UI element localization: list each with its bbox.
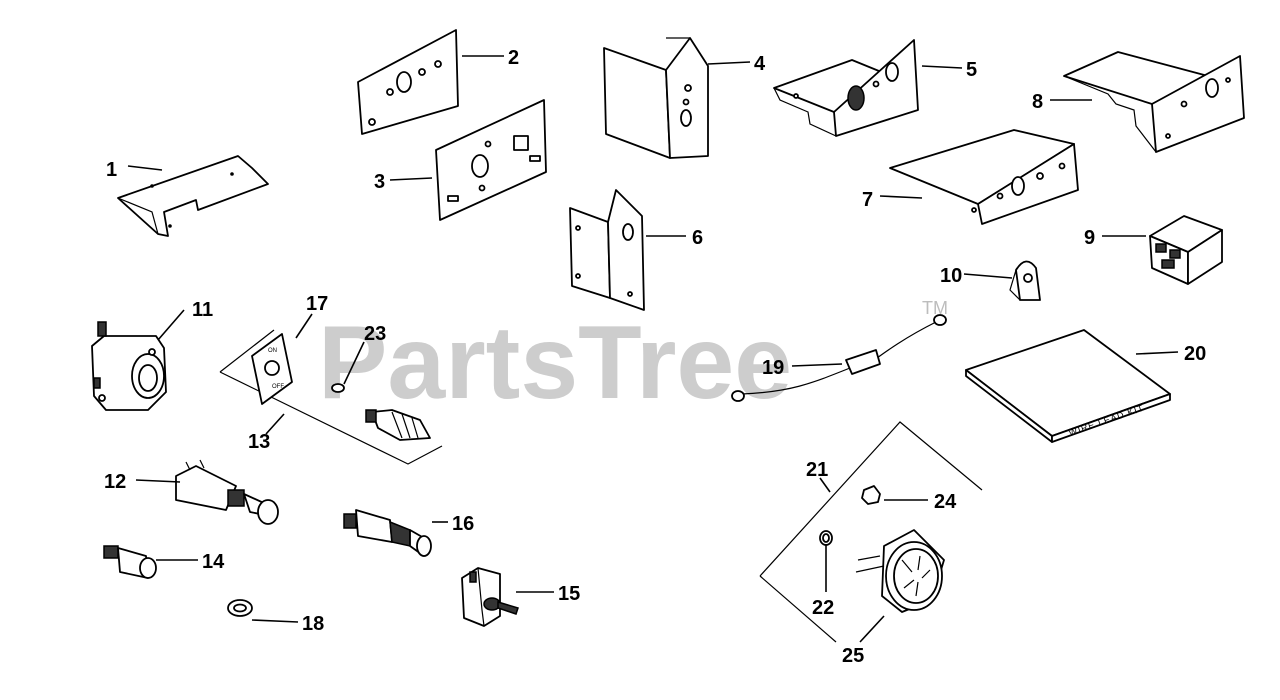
- part-11-solenoid[interactable]: [91, 321, 167, 411]
- callout-8: 8: [1032, 91, 1043, 113]
- part-1-bracket[interactable]: [117, 155, 269, 237]
- callout-11: 11: [192, 299, 213, 321]
- callout-9: 9: [1084, 227, 1095, 249]
- callout-25: 25: [842, 645, 864, 667]
- part-20-wire-lead-kit[interactable]: WIRE LEAD KIT: [965, 329, 1171, 443]
- part-4-u-bracket[interactable]: [603, 37, 709, 159]
- callout-1: 1: [106, 159, 117, 181]
- part-8-angle-bracket[interactable]: [1063, 51, 1245, 153]
- callout-13: 13: [248, 431, 270, 453]
- part-7-angle-bracket[interactable]: [889, 129, 1079, 225]
- callout-20: 20: [1184, 343, 1206, 365]
- callout-3: 3: [374, 171, 385, 193]
- switch-label-on: ON: [268, 348, 277, 354]
- part-19-wire-lead[interactable]: [731, 314, 947, 402]
- callout-21: 21: [806, 459, 828, 481]
- leader-lines: [127, 55, 1179, 643]
- callout-17: 17: [306, 293, 328, 315]
- callouts: 1 2 3 4 5 6 7 8 9 10 11 12 13 14 15 16 1…: [104, 47, 1206, 667]
- callout-5: 5: [966, 59, 977, 81]
- part-13-switch-assembly[interactable]: ON OFF: [219, 329, 443, 465]
- part-12-switch[interactable]: [175, 459, 279, 525]
- watermark-trademark: TM: [922, 298, 948, 318]
- callout-23: 23: [364, 323, 386, 345]
- watermark: PartsTree: [318, 305, 792, 421]
- part-3-plate[interactable]: [435, 99, 547, 221]
- callout-6: 6: [692, 227, 703, 249]
- part-2-plate[interactable]: [357, 29, 459, 135]
- callout-12: 12: [104, 471, 126, 493]
- callout-15: 15: [558, 583, 580, 605]
- part-10-clip[interactable]: [1009, 260, 1041, 301]
- callout-19: 19: [762, 357, 784, 379]
- callout-7: 7: [862, 189, 873, 211]
- callout-10: 10: [940, 265, 962, 287]
- switch-label-off: OFF: [272, 384, 284, 390]
- callout-22: 22: [812, 597, 834, 619]
- part-6-u-bracket[interactable]: [569, 189, 645, 311]
- part-18-washer[interactable]: [227, 599, 253, 617]
- callout-2: 2: [508, 47, 519, 69]
- callout-4: 4: [754, 53, 766, 75]
- part-14-switch[interactable]: [103, 545, 157, 579]
- part-9-connector[interactable]: [1149, 215, 1223, 285]
- callout-14: 14: [202, 551, 225, 573]
- callout-24: 24: [934, 491, 957, 513]
- part-15-toggle-switch[interactable]: [461, 567, 519, 627]
- part-21-gauge-assembly[interactable]: [759, 421, 983, 643]
- callout-16: 16: [452, 513, 474, 535]
- part-16-ignition-switch[interactable]: [343, 509, 432, 557]
- callout-18: 18: [302, 613, 324, 635]
- part-5-angle-bracket[interactable]: [773, 39, 919, 137]
